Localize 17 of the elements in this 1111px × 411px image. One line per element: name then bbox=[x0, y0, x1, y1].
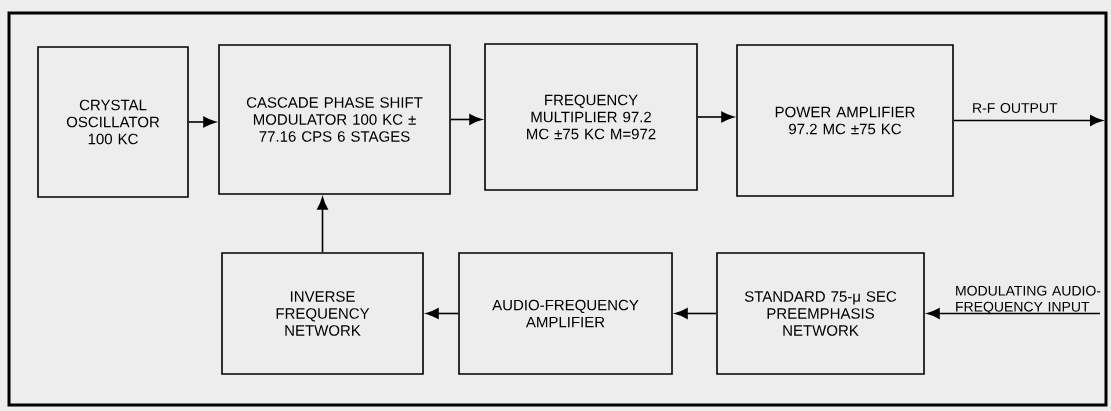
arrow bbox=[188, 116, 216, 128]
block-box: INVERSE FREQUENCY NETWORK bbox=[221, 252, 424, 375]
arrow bbox=[927, 308, 1101, 319]
arrow bbox=[317, 197, 328, 253]
block-box: STANDARD 75-μ SEC PREEMPHASIS NETWORK bbox=[716, 252, 925, 375]
arrow bbox=[675, 308, 717, 319]
block-box: AUDIO-FREQUENCY AMPLIFIER bbox=[458, 252, 673, 375]
block-box: FREQUENCY MULTIPLIER 97.2 MC ±75 KC M=972 bbox=[484, 43, 698, 191]
arrow bbox=[697, 111, 734, 123]
block-box: CRYSTAL OSCILLATOR 100 KC bbox=[37, 46, 189, 198]
arrow bbox=[450, 114, 482, 125]
edge-label: R-F OUTPUT bbox=[973, 103, 1058, 113]
block-box: CASCADE PHASE SHIFT MODULATOR 100 KC ± 77.16 CPS 6 STAGES bbox=[218, 44, 451, 195]
arrow bbox=[426, 308, 459, 319]
arrow bbox=[953, 115, 1103, 126]
block-box: POWER AMPLIFIER 97.2 MC ±75 KC bbox=[736, 44, 954, 197]
edge-label: MODULATING AUDIO-FREQUENCY INPUT bbox=[956, 285, 1101, 315]
